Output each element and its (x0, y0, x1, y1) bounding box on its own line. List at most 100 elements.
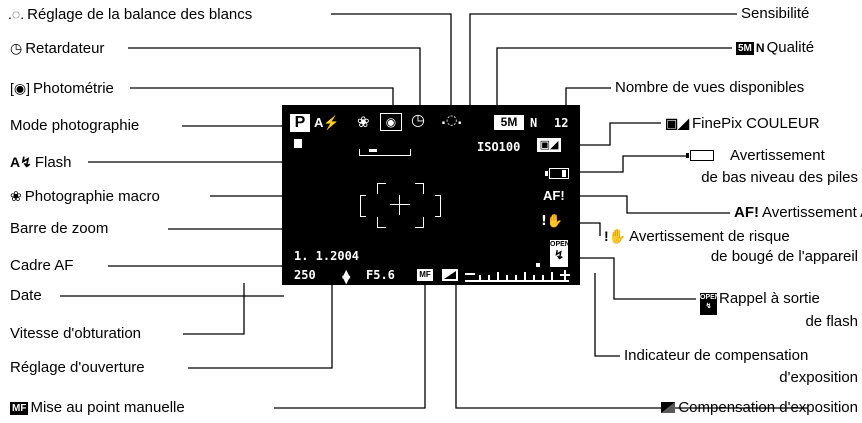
iso-readout: ISO100 (477, 140, 521, 154)
adjust-arrows-down-icon: ▼ (342, 273, 351, 286)
af-warning-screen: AF! (543, 188, 565, 203)
leader-manual-focus (274, 283, 426, 409)
hand-shake-icon: !✋ (604, 228, 627, 244)
finepix-color-icon: ▣◢ (665, 115, 689, 131)
white-balance-screen-icon: .◌. (441, 113, 463, 128)
exposure-scale-plus-h (560, 274, 570, 276)
af-frame-corner-tr (415, 183, 424, 194)
leader-aperture (188, 283, 333, 369)
exposure-tick (551, 272, 553, 280)
label-battery-line1: Avertissement (686, 147, 825, 165)
quality-badge-icon: 5M (736, 42, 754, 55)
label-af-warning: AF!Avertissement AF (734, 204, 862, 221)
label-date: Date (10, 287, 42, 304)
flash-popup-icon: OPEN↯ (700, 293, 720, 315)
leader-af-warning (572, 195, 730, 214)
af-frame-cross-h (390, 204, 410, 205)
leader-quality (496, 47, 732, 112)
exposure-tick (542, 275, 544, 280)
exposure-tick (506, 275, 508, 280)
label-exposure-indicator-line1: Indicateur de compensation (624, 347, 809, 364)
leader-white-balance (331, 13, 452, 112)
adjust-arrows-icon: ▲ (342, 267, 351, 280)
quality-screen-badge: 5M (494, 115, 524, 130)
exposure-scale-baseline (465, 280, 569, 282)
exposure-comp-screen-icon (442, 269, 458, 281)
exposure-tick (497, 272, 499, 280)
label-battery-line2: de bas niveau des piles (701, 169, 858, 186)
leader-self-timer (128, 47, 421, 112)
af-frame-bracket-right (435, 195, 441, 217)
af-frame-corner-tl (377, 183, 386, 194)
macro-icon: ❀ (357, 113, 370, 131)
af-frame-corner-bl (377, 217, 386, 228)
shutter-readout: 250 (294, 268, 316, 282)
exposure-tick (533, 275, 535, 280)
exposure-comp-icon (661, 402, 676, 413)
label-af-frame: Cadre AF (10, 257, 74, 274)
date-readout: 1. 1.2004 (294, 249, 360, 263)
leader-shake (574, 222, 601, 236)
shake-warning-screen-icon: !✋ (541, 214, 564, 229)
af-frame-corner-br (415, 217, 424, 228)
leader-frames (565, 87, 611, 112)
finepix-color-screen-icon: ▣◢ (537, 138, 561, 152)
af-frame-cross-v (399, 195, 400, 215)
shooting-mode-badge: P (290, 114, 310, 132)
label-finepix-color: ▣◢FinePix COULEUR (665, 115, 820, 132)
leader-sensitivity (469, 13, 737, 146)
label-flash-popup-line1: OPEN↯Rappel à sortie (700, 290, 820, 315)
leader-finepix (574, 122, 661, 146)
af-warning-icon: AF! (734, 204, 759, 221)
af-frame-bracket-left (360, 195, 366, 217)
label-zoom-bar: Barre de zoom (10, 220, 109, 237)
flower-icon: ❀ (10, 188, 22, 204)
exposure-pointer (536, 263, 540, 267)
label-shake-line1: !✋Avertissement de risque (604, 228, 790, 245)
label-shutter-speed: Vitesse d'obturation (10, 325, 142, 342)
leader-battery (574, 155, 686, 173)
metering-screen-icon: ◉ (380, 113, 402, 131)
mf-icon: MF (10, 402, 29, 415)
exposure-tick (515, 275, 517, 280)
label-metering: [◉]Photométrie (10, 80, 114, 97)
leader-flash-popup (574, 257, 696, 300)
label-aperture: Réglage d'ouverture (10, 359, 145, 376)
leader-metering (130, 87, 394, 112)
zoom-bar (359, 149, 411, 156)
quality-n: N (530, 116, 538, 130)
label-self-timer: ◷Retardateur (10, 40, 105, 57)
exposure-tick (524, 272, 526, 280)
metering-icon: [◉] (10, 80, 30, 96)
aperture-readout: F5.6 (366, 268, 395, 282)
label-white-balance: .◌.Réglage de la balance des blancs (8, 6, 253, 23)
flash-icon: A↯ (10, 154, 32, 170)
label-exposure-comp: Compensation d'exposition (661, 399, 858, 417)
leader-exposure-indicator (594, 273, 620, 357)
flash-popup-screen-icon: OPEN↯ (550, 240, 570, 267)
leader-shutter (183, 283, 245, 335)
battery-icon (686, 150, 714, 161)
label-shooting-mode: Mode photographie (10, 117, 140, 134)
label-flash: A↯Flash (10, 154, 72, 171)
leader-exposure-comp (455, 283, 808, 409)
mf-screen-badge: MF (417, 269, 433, 281)
label-flash-popup-line2: de flash (805, 313, 858, 330)
label-frames-available: Nombre de vues disponibles (615, 79, 805, 96)
camera-lcd-screen: P A⚡ ❀ ◉ ◷ .◌. 5M N 12 ISO100 ▣◢ AF! !✋ … (282, 105, 580, 286)
self-timer-screen-icon: ◷ (411, 110, 425, 129)
exposure-scale-minus (465, 273, 475, 275)
label-exposure-indicator-line2: d'exposition (779, 369, 858, 386)
label-shake-line2: de bougé de l'appareil (710, 248, 858, 265)
label-sensitivity: Sensibilité (741, 5, 810, 22)
light-bulb-icon: .◌. (8, 6, 25, 22)
battery-screen-icon (545, 168, 569, 179)
frames-count: 12 (554, 116, 569, 130)
zoom-indicator-left (294, 139, 302, 148)
timer-icon: ◷ (10, 40, 23, 56)
zoom-bar-marker (369, 149, 377, 152)
exposure-tick (488, 275, 490, 280)
